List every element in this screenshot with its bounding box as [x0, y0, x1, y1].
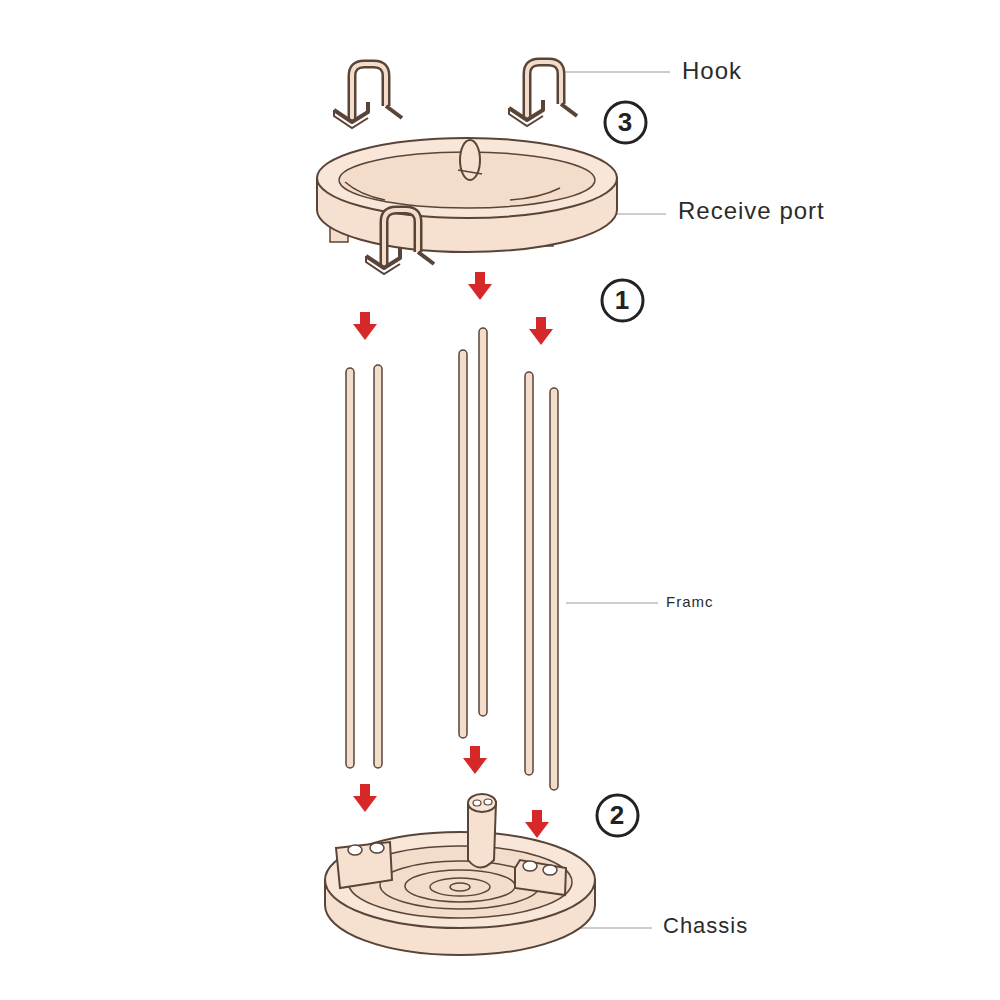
part-label: Receive port: [678, 198, 825, 224]
part-label: Chassis: [663, 914, 748, 938]
chassis: [325, 794, 595, 955]
hook: [509, 62, 577, 126]
frame-rods: [346, 328, 558, 790]
callout-circle: 1: [600, 278, 645, 323]
callout-number: 2: [595, 793, 640, 838]
hook: [366, 210, 434, 274]
receive-port: [317, 138, 617, 252]
callout-circle: 2: [595, 793, 640, 838]
hook: [334, 64, 402, 128]
assembly-arrows: [353, 272, 553, 838]
callout-number: 1: [600, 278, 645, 323]
part-label: Hook: [682, 58, 742, 84]
part-label: Framc: [666, 594, 714, 611]
callout-number: 3: [603, 100, 648, 145]
callout-circle: 3: [603, 100, 648, 145]
